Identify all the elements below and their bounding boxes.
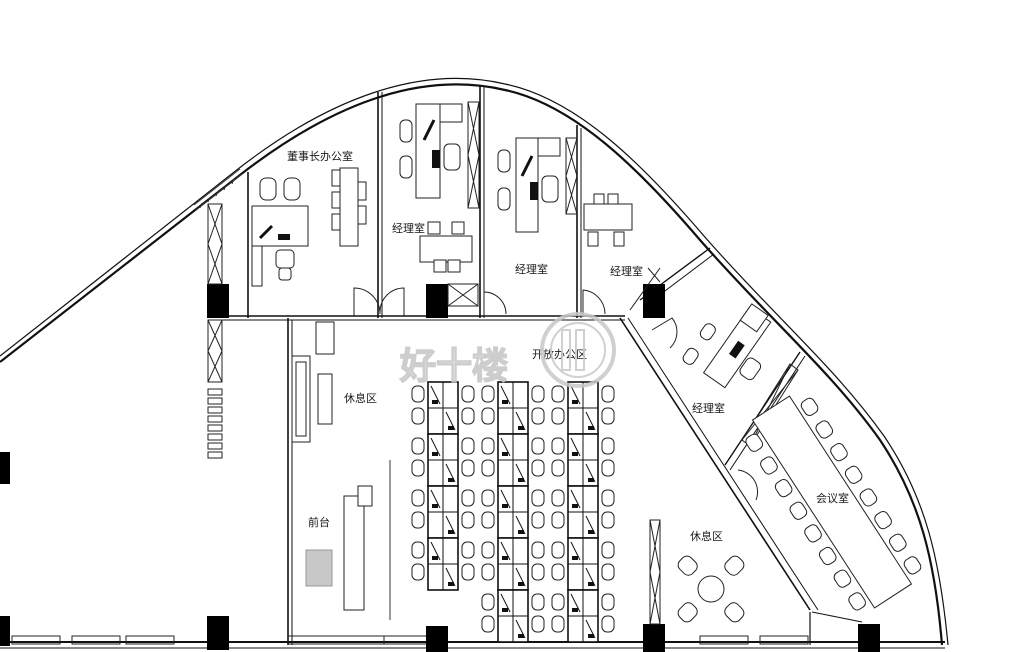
label-chairman-office: 董事长办公室: [287, 149, 353, 163]
meeting-chair: [888, 533, 907, 552]
meeting-chair: [874, 510, 892, 530]
watermark-text: 好十楼: [399, 346, 508, 387]
doors: [353, 267, 759, 501]
label-open-office: 开放办公区: [532, 347, 587, 361]
label-manager-office-1: 经理室: [392, 221, 425, 235]
workstation: [411, 485, 475, 539]
workstation: [411, 537, 475, 591]
manager-office-4-furniture: [682, 303, 772, 389]
structural-columns: [0, 284, 880, 652]
label-manager-office-4: 经理室: [692, 401, 725, 415]
meeting-chair: [833, 569, 852, 588]
meeting-chair: [830, 443, 848, 462]
workstation: [551, 589, 615, 643]
rest-area-2-furniture: [677, 555, 745, 623]
reception-furniture: [305, 460, 391, 620]
workstation: [551, 485, 615, 539]
outer-walls: [0, 77, 949, 649]
chairman-office-furniture: [251, 167, 367, 287]
workstation: [481, 433, 545, 487]
window-hatch: [193, 168, 243, 211]
watermark: 好十楼: [398, 312, 616, 388]
shaft-cross-bracing: [207, 101, 799, 625]
label-manager-office-3: 经理室: [610, 264, 643, 278]
workstation: [551, 381, 615, 435]
workstation: [481, 589, 545, 643]
meeting-room-furniture: [745, 395, 922, 611]
workstation: [551, 433, 615, 487]
manager-office-2-furniture: [497, 137, 561, 233]
meeting-chair: [745, 433, 764, 452]
meeting-chair: [789, 501, 808, 520]
workstation: [551, 537, 615, 591]
manager-office-3-furniture: [583, 193, 633, 247]
meeting-chair: [903, 556, 922, 575]
meeting-chair: [774, 478, 793, 498]
label-rest-area-2: 休息区: [690, 529, 723, 543]
label-rest-area-1: 休息区: [344, 391, 377, 405]
label-manager-office-2: 经理室: [515, 262, 548, 276]
workstation: [481, 381, 545, 435]
meeting-chair: [800, 397, 819, 416]
meeting-chair: [818, 546, 837, 566]
meeting-chair: [848, 592, 866, 611]
workstation: [481, 537, 545, 591]
workstation: [481, 485, 545, 539]
open-office-workstations: [411, 381, 615, 643]
meeting-chair: [760, 456, 778, 475]
meeting-chair: [844, 465, 863, 484]
outer-curve-wall: [0, 83, 944, 646]
watermark-ring: [540, 312, 616, 388]
workstation: [411, 381, 475, 435]
meeting-chair: [815, 420, 834, 439]
manager-office-1-furniture: [399, 103, 473, 273]
label-reception: 前台: [308, 515, 330, 529]
label-meeting-room: 会议室: [816, 491, 849, 505]
rest-area-1-furniture: [291, 321, 335, 443]
meeting-chair: [804, 524, 822, 543]
meeting-chair: [859, 488, 878, 507]
workstation: [411, 433, 475, 487]
outer-curve-wall-inner: [0, 77, 949, 646]
